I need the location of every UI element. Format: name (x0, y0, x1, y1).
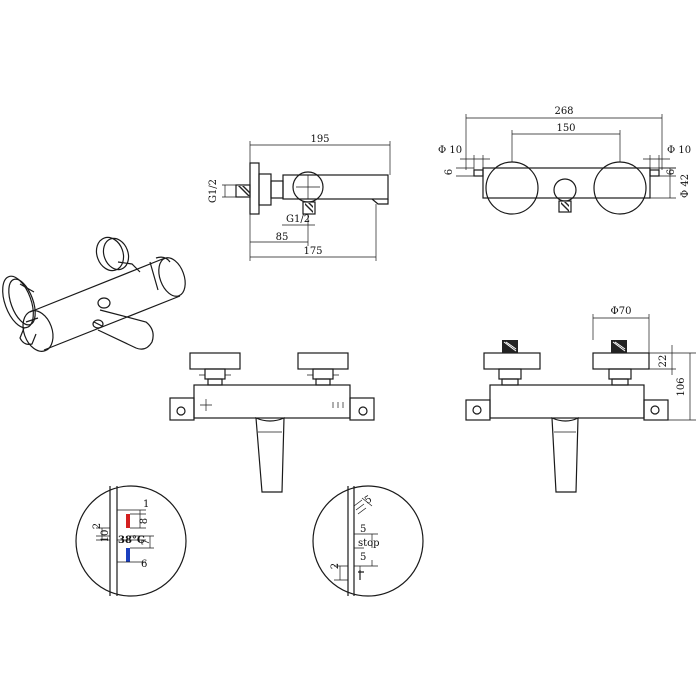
hot-marker (126, 514, 130, 528)
dim-temp-6: 6 (141, 559, 147, 570)
dim-body-dia: Φ 42 (680, 174, 691, 198)
side-view: 195 G1/2 G1/2 85 175 (208, 134, 391, 261)
detail-temperature: 1 8 38°C 7 6 2 10 (75, 485, 187, 597)
dim-handle-dia: Φ70 (611, 306, 632, 317)
dim-overall-width: 268 (554, 106, 573, 117)
dim-inset: 6 (444, 169, 455, 175)
top-view: 268 150 Φ 10 Φ 10 6 6 Φ 42 (438, 106, 691, 215)
dim-temp-8: 8 (139, 518, 150, 524)
dim-temp-7: 7 (141, 539, 152, 545)
dim-handle-height: 22 (658, 355, 669, 368)
flow-sub-label: stop (358, 538, 380, 549)
dim-right-inset: 6 (666, 169, 677, 175)
dim-outlet-thread: G1/2 (286, 214, 310, 225)
dim-inlet-to-outlet: 85 (276, 232, 289, 243)
dim-flow-5c: 5 (360, 552, 366, 563)
cold-marker (126, 548, 130, 562)
detail-flow: 5 5 stop 5 2 (312, 485, 424, 597)
dim-left-pipe-dia: Φ 10 (438, 145, 462, 156)
front-view-left (169, 352, 375, 493)
temp-label: 38°C (118, 535, 145, 546)
front-view-right: Φ70 22 106 (465, 306, 696, 493)
dim-temp-1: 1 (143, 499, 149, 510)
dim-total-height: 106 (676, 377, 687, 396)
isometric-view (2, 236, 186, 352)
dim-center-distance: 150 (556, 123, 575, 134)
dim-temp-2: 2 (92, 523, 103, 529)
dim-temp-10: 10 (100, 530, 111, 543)
dim-flow-5a: 5 (363, 494, 374, 507)
dim-right-pipe-dia: Φ 10 (667, 145, 691, 156)
dim-overall-length: 195 (310, 134, 329, 145)
dim-flow-2: 2 (330, 563, 341, 569)
dim-spout-length: 175 (303, 246, 322, 257)
dim-flow-5b: 5 (360, 524, 366, 535)
dim-inlet-thread: G1/2 (208, 179, 219, 203)
